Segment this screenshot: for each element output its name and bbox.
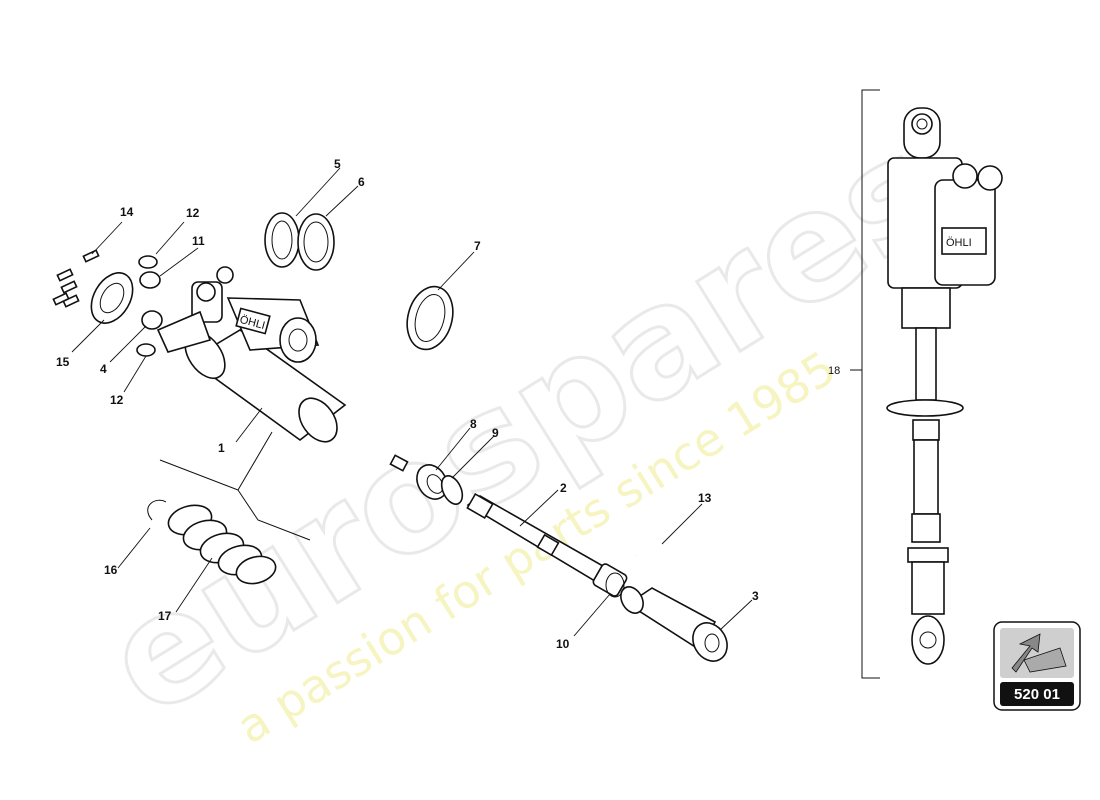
group-bracket-tail [237, 489, 311, 541]
bush-part-4 [141, 310, 163, 330]
ring-part-5 [264, 212, 300, 268]
damper-18-logo-text: ÖHLI [946, 237, 972, 249]
circlip-part-7 [406, 285, 454, 351]
callout-9: 9 [492, 426, 499, 440]
oring-part-9 [440, 475, 464, 505]
section-code: 520 01 [1014, 686, 1060, 703]
callout-12-top: 12 [186, 206, 200, 220]
watermark-brand: eurospares [77, 100, 974, 750]
clamp-part-10 [592, 563, 628, 598]
callout-5: 5 [334, 157, 341, 171]
callout-1: 1 [218, 441, 225, 455]
group-bracket [159, 431, 273, 491]
callout-3: 3 [752, 589, 759, 603]
pin-part-13 [635, 538, 671, 557]
callout-4: 4 [100, 362, 107, 376]
callout-14: 14 [120, 205, 134, 219]
spring-part-17 [167, 504, 277, 585]
callout-labels: 1 2 3 4 5 6 7 8 9 10 11 12 12 13 14 15 1… [56, 157, 840, 651]
callout-11: 11 [192, 234, 205, 248]
plate-part-15 [90, 272, 134, 324]
callout-13: 13 [698, 491, 712, 505]
arrow-icon [1011, 633, 1067, 673]
rod-end-part-3 [620, 586, 728, 662]
callout-6: 6 [358, 175, 365, 189]
damper-body-part-1: ÖHLI [156, 266, 409, 472]
damper-assembly-part-18: ÖHLI [850, 89, 1003, 679]
seal-part-8 [416, 464, 448, 500]
callout-12-bottom: 12 [110, 393, 124, 407]
clip-part-16 [147, 499, 167, 521]
washer-part-12-top [138, 255, 158, 269]
callout-17: 17 [158, 609, 172, 623]
callout-2: 2 [560, 481, 567, 495]
callout-7: 7 [474, 239, 481, 253]
ring-part-6 [297, 213, 335, 271]
callout-10: 10 [556, 637, 570, 651]
screws-part-14 [52, 249, 100, 308]
callout-18: 18 [828, 365, 840, 377]
leader-lines [71, 167, 753, 637]
watermark: eurospares a passion for parts since 198… [75, 99, 975, 754]
callout-15: 15 [56, 355, 70, 369]
section-badge: 520 01 [993, 621, 1081, 711]
washer-part-12-bottom [136, 343, 156, 357]
callout-8: 8 [470, 417, 477, 431]
bush-part-11 [139, 271, 161, 289]
callout-16: 16 [104, 563, 118, 577]
